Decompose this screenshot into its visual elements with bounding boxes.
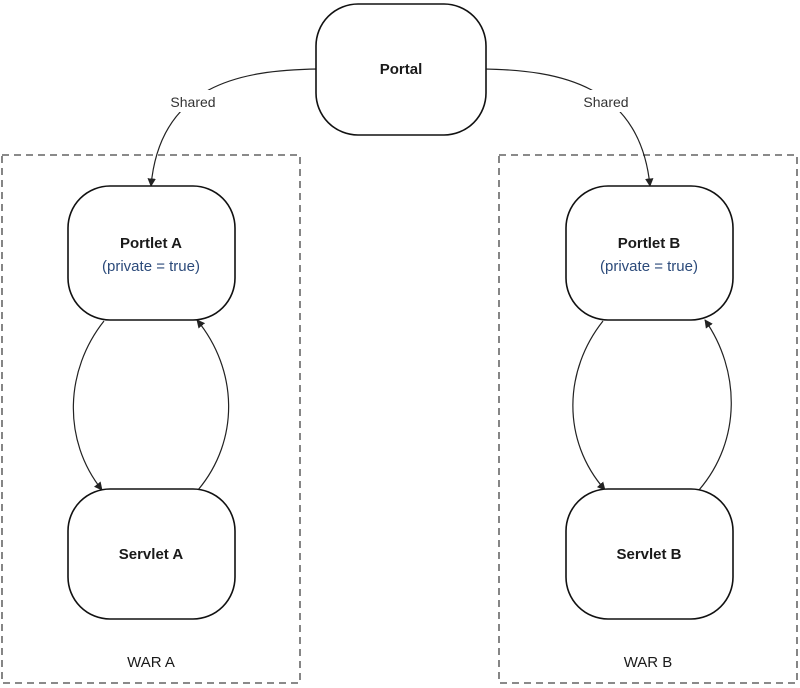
war-a-label: WAR A [127,654,175,671]
node-portlet-b-label: Portlet B [618,235,681,252]
edge-portlet-a-to-servlet-a [72,320,105,491]
node-servlet-a: Servlet A [67,488,236,620]
edge-label-bg-a [158,90,228,112]
war-a-container: WAR A [1,154,301,684]
edge-portlet-b-to-servlet-b [572,320,606,491]
edge-label-shared-a: Shared [170,94,215,110]
edge-label-bg-b [571,90,641,112]
edge-servlet-a-to-portlet-a [196,319,230,491]
edge-portal-to-portlet-b [482,68,654,187]
node-portlet-b: Portlet B (private = true) [565,185,734,321]
edge-label-shared-b: Shared [583,94,628,110]
node-servlet-b-label: Servlet B [616,546,681,563]
edge-servlet-b-to-portlet-b [698,319,732,491]
node-portlet-a-note: (private = true) [102,258,200,275]
node-portlet-b-note: (private = true) [600,258,698,275]
node-portal: Portal [315,3,487,136]
node-portlet-a-label: Portlet A [120,235,182,252]
node-portlet-a: Portlet A (private = true) [67,185,236,321]
node-servlet-b: Servlet B [565,488,734,620]
war-b-container: WAR B [498,154,798,684]
node-portal-label: Portal [380,61,423,78]
edge-portal-to-portlet-a [147,68,319,187]
node-servlet-a-label: Servlet A [119,546,184,563]
war-b-label: WAR B [624,654,673,671]
